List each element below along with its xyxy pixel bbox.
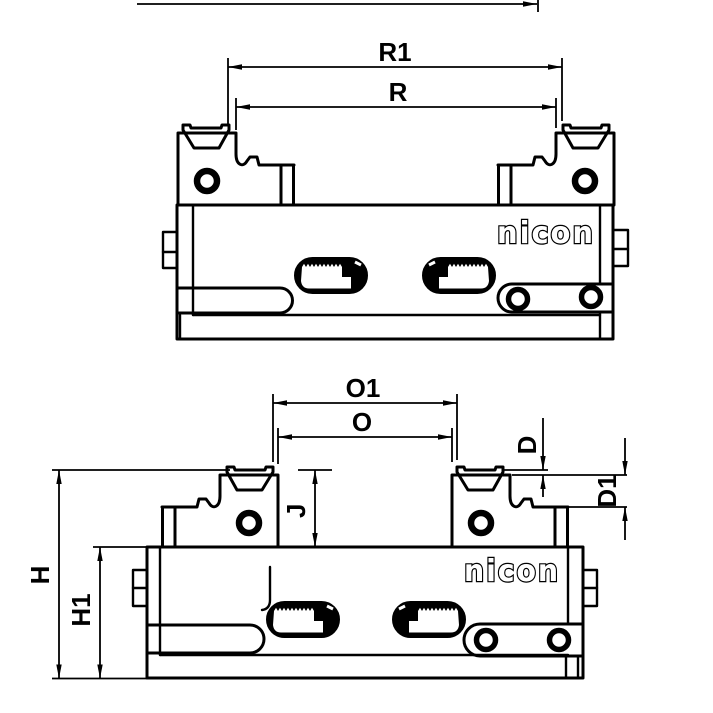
- bottom-view-body: [145, 545, 585, 680]
- dim-label-j: J: [281, 504, 311, 518]
- dim-d1: D1: [540, 438, 628, 540]
- dim-label-h: H: [25, 566, 55, 585]
- jaw-tower-right: [498, 125, 614, 205]
- brand-logo-bottom: nicon: [464, 554, 560, 589]
- roller-bracket: [462, 622, 585, 658]
- dim-h1: H1: [66, 546, 150, 679]
- side-bolt-left: [161, 230, 179, 270]
- serrated-slot: [421, 256, 497, 295]
- dimension-annotations: R1 R O1 O J: [25, 0, 628, 680]
- serrated-slot: [293, 256, 369, 295]
- jaw-tower-left: [178, 125, 294, 205]
- serrated-slot: [391, 600, 467, 639]
- top-view-body: [175, 203, 615, 341]
- bottom-view-drawing: nicon: [131, 467, 599, 680]
- dim-r: R: [235, 77, 557, 130]
- dim-o: O: [277, 407, 453, 464]
- top-view-drawing: nicon: [161, 125, 630, 341]
- dim-d: D: [503, 418, 627, 497]
- brand-logo-top: nicon: [497, 216, 595, 251]
- side-bolt-right: [611, 228, 630, 268]
- dim-label-o1: O1: [346, 373, 381, 403]
- dim-h: H: [25, 469, 230, 680]
- roller-bracket: [496, 282, 615, 314]
- jaw-tower-left: [162, 467, 278, 547]
- dim-label-h1: H1: [66, 593, 96, 626]
- dim-o1: O1: [272, 373, 458, 462]
- dim-label-o: O: [352, 407, 372, 437]
- guide-slot: [145, 623, 266, 655]
- dim-label-d: D: [512, 436, 542, 455]
- guide-slot: [175, 286, 294, 315]
- dim-label-r: R: [389, 77, 408, 107]
- dim-label-r1: R1: [378, 37, 411, 67]
- serrated-slot: [265, 600, 341, 639]
- dim-label-d1: D1: [592, 474, 622, 507]
- side-bolt-left: [131, 568, 149, 608]
- side-bolt-right: [581, 568, 599, 608]
- dim-r1: R1: [227, 37, 563, 124]
- dim-partial-top: [137, 0, 539, 12]
- dim-j: J: [281, 469, 332, 547]
- detail-line: [260, 565, 272, 612]
